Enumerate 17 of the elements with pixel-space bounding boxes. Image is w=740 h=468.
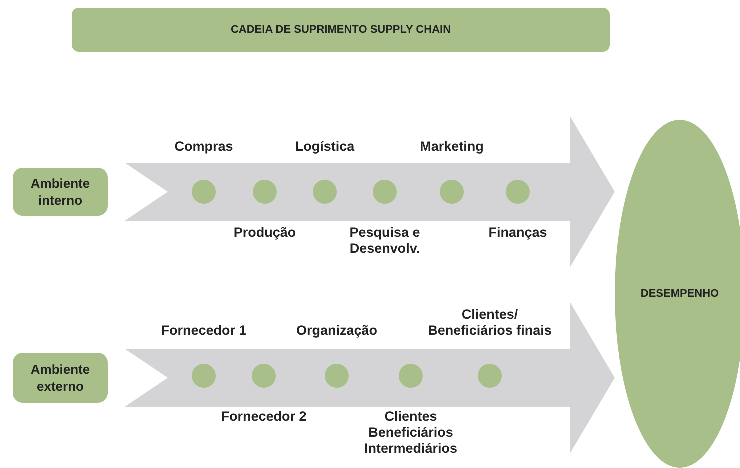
environment-box: Ambiente interno — [13, 168, 108, 216]
stage-label: Finanças — [488, 225, 548, 241]
stage-label: Logística — [294, 139, 356, 155]
chevron-arrow — [125, 302, 615, 454]
stage-label: Fornecedor 1 — [160, 323, 248, 339]
title-banner: CADEIA DE SUPRIMENTO SUPPLY CHAIN — [72, 8, 610, 52]
stage-label: Pesquisa e Desenvolv. — [348, 225, 422, 257]
stage-label: Clientes Beneficiários Intermediários — [363, 409, 459, 457]
stage-label: Marketing — [419, 139, 485, 155]
stage-label: Compras — [174, 139, 234, 155]
chevron-arrow — [125, 116, 615, 268]
result-ellipse: DESEMPENHO — [615, 120, 740, 468]
stage-label: Clientes/ Beneficiários finais — [427, 307, 553, 339]
stage-label: Organização — [295, 323, 379, 339]
environment-box: Ambiente externo — [13, 353, 108, 403]
stage-label: Produção — [232, 225, 298, 241]
stage-label: Fornecedor 2 — [220, 409, 308, 425]
